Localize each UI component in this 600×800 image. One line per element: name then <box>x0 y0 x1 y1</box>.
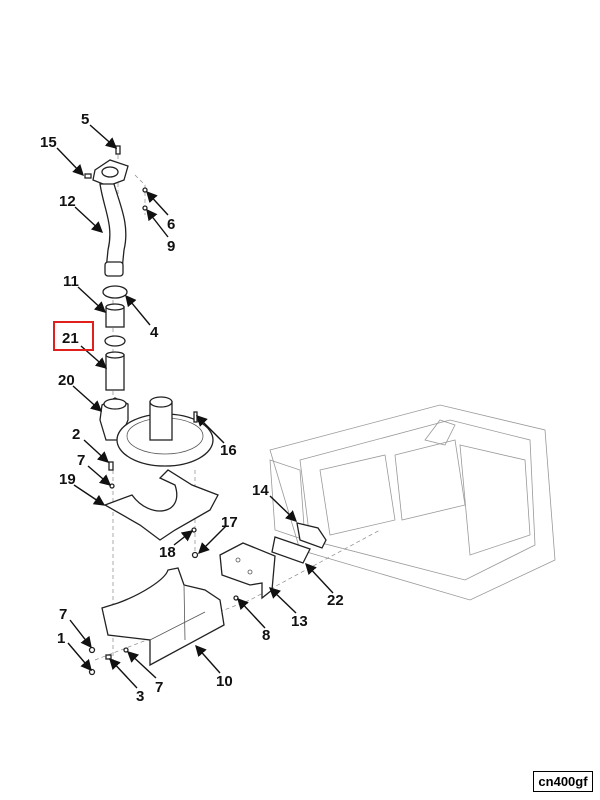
callout-2[interactable]: 2 <box>72 426 80 443</box>
callout-20[interactable]: 20 <box>58 372 75 389</box>
callout-4[interactable]: 4 <box>150 324 159 341</box>
callout-1[interactable]: 1 <box>57 630 65 647</box>
callout-15[interactable]: 15 <box>40 134 57 151</box>
mounting-bracket <box>88 567 225 676</box>
callout-21[interactable]: 21 <box>62 330 79 347</box>
callout-7[interactable]: 7 <box>77 452 85 469</box>
callout-3[interactable]: 3 <box>136 688 144 705</box>
callout-16[interactable]: 16 <box>220 442 237 459</box>
fill-tube <box>105 351 125 391</box>
callout-19[interactable]: 19 <box>59 471 76 488</box>
sensor-bracket <box>219 542 276 601</box>
callout-11[interactable]: 11 <box>63 273 79 290</box>
mounting-gasket <box>103 461 219 559</box>
callout-8[interactable]: 8 <box>262 627 270 644</box>
callout-18[interactable]: 18 <box>159 544 176 561</box>
callout-17[interactable]: 17 <box>221 514 238 531</box>
figure-code-label: cn400gf <box>533 771 593 792</box>
hose-clamp-lower <box>104 335 126 347</box>
callout-9[interactable]: 9 <box>167 238 175 255</box>
callout-14[interactable]: 14 <box>252 482 269 499</box>
hose-clamp-upper <box>102 285 128 299</box>
fill-hose <box>99 183 127 277</box>
callout-13[interactable]: 13 <box>291 613 308 630</box>
fill-neck-flange <box>84 145 148 211</box>
coupling-sleeve <box>105 303 125 328</box>
assembly-lines <box>94 155 381 661</box>
tank-cover-assembly <box>116 396 214 467</box>
callout-5[interactable]: 5 <box>81 111 89 128</box>
callout-7[interactable]: 7 <box>155 679 163 696</box>
callout-labels: 5 15 12 6 9 11 4 21 20 2 16 7 19 14 17 1… <box>40 111 344 705</box>
callout-7[interactable]: 7 <box>59 606 67 623</box>
callout-22[interactable]: 22 <box>327 592 344 609</box>
gasket-plate <box>271 536 311 564</box>
callout-6[interactable]: 6 <box>167 216 175 233</box>
seal-ring <box>296 522 327 549</box>
leader-arrows <box>56 124 334 689</box>
callout-12[interactable]: 12 <box>59 193 76 210</box>
callout-highlight-box <box>53 321 94 351</box>
callout-10[interactable]: 10 <box>216 673 233 690</box>
